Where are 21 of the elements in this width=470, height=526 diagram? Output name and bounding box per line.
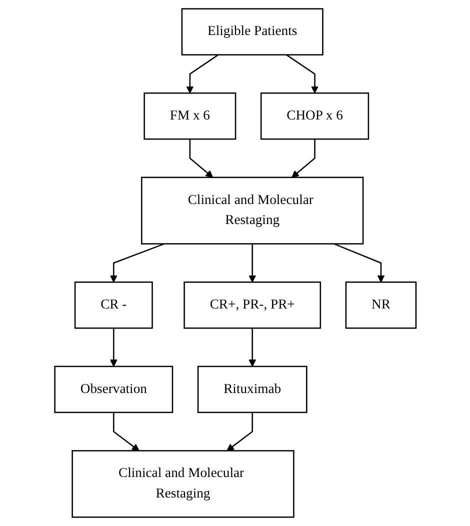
node-box: CR+, PR-, PR+ [183,282,321,329]
node-box: Eligible Patients [180,8,323,56]
arrow [226,412,253,452]
node-box: CHOP x 6 [260,92,369,140]
node-box: Observation [54,366,173,414]
arrow [188,139,213,178]
arrow [248,244,256,282]
arrow [110,328,117,367]
node-box: NR [344,282,416,329]
arrow [186,54,218,94]
node-box: Rituximab [197,366,307,414]
arrow [333,243,384,282]
node-box: FM x 6 [143,92,236,140]
arrow [291,139,315,178]
node-box: Clinical and Molecular Restaging [140,176,364,244]
node-box: Clinical and Molecular Restaging [71,450,294,518]
arrow [112,412,139,452]
node-box: CR - [74,282,152,329]
arrow [248,328,256,367]
arrow [286,54,318,94]
arrow [110,243,164,282]
